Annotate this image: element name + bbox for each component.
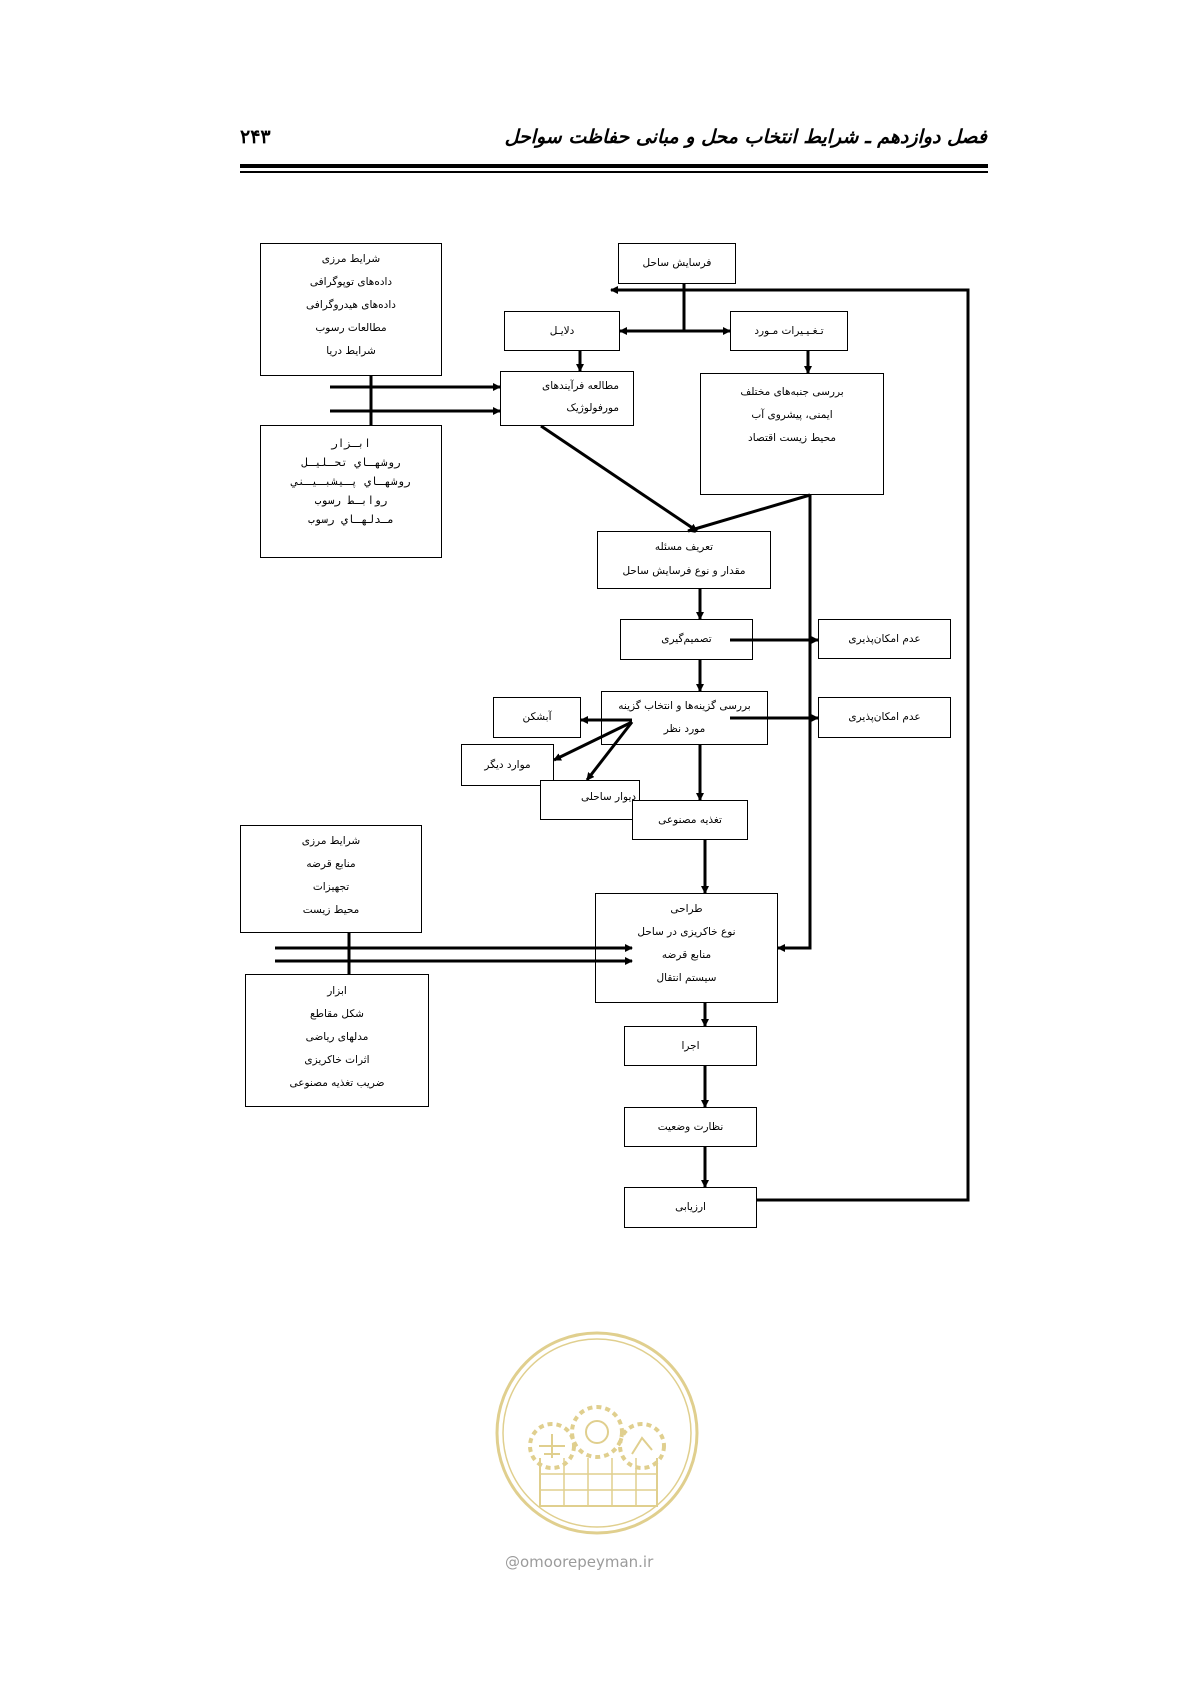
- page-number: ۲۴۳: [240, 126, 271, 148]
- box-tools-bottom: ابزار شکل مقاطع مدلهای ریاضی اثرات خاکریزی ض…: [245, 974, 429, 1107]
- box-text-line: طراحی: [670, 903, 703, 915]
- box-text-line: منابع قرضه: [306, 858, 356, 870]
- box-execution: اجرا: [624, 1026, 757, 1066]
- arrow-study-to-problem: [540, 424, 698, 533]
- box-text-line: مطالعه فرآیندهای: [542, 380, 619, 392]
- box-text-line: دیوار ساحلی: [581, 791, 637, 803]
- box-text-line: روابـط رسوب: [314, 494, 388, 507]
- box-tools-top: ابـزار روشهـاي تحـليـل روشهـاي پـيشبـيـني ر…: [260, 425, 442, 558]
- box-text-line: تـغـيـيرات مـورد: [754, 324, 824, 337]
- box-coastal-erosion: فرسایش ساحل: [618, 243, 736, 284]
- box-text-line: تجهیزات: [312, 881, 350, 893]
- arrow-aspects-to-problem: [687, 493, 811, 533]
- box-text-line: شرایط دریا: [326, 345, 376, 357]
- box-text-line: فرسایش ساحل: [642, 257, 712, 269]
- box-text-line: مـدلهـاي رسوب: [307, 513, 395, 526]
- box-text-line: بررسی گزینه‌ها و انتخاب گزینه: [618, 700, 751, 712]
- box-text-line: نظارت وضعیت: [657, 1120, 724, 1133]
- box-aspects-review: بررسی جنبه‌های مختلف ایمنی، پیشروی آب محیط…: [700, 373, 884, 495]
- box-seawall: دیوار ساحلی: [540, 780, 640, 820]
- box-text-line: مطالعات رسوب: [315, 322, 387, 334]
- box-artificial-nourishment: تغذیه مصنوعی: [632, 800, 748, 840]
- box-problem-definition: تعریف مسئله مقدار و نوع فرسایش ساحل: [597, 531, 771, 589]
- box-breakwater: آبشکن: [493, 697, 581, 738]
- box-evaluation: ارزیابی: [624, 1187, 757, 1228]
- watermark-url: @omoorepeyman.ir: [505, 1553, 654, 1571]
- box-text-line: شرایط مرزی: [301, 835, 361, 847]
- box-decision: تصمیم‌گیری: [620, 619, 753, 660]
- box-text-line: روشهـاي تحـليـل: [301, 456, 401, 469]
- box-text-line: مورفولوژیک: [566, 402, 619, 414]
- box-text-line: بررسی جنبه‌های مختلف: [740, 386, 844, 398]
- box-text-line: منابع قرضه: [661, 949, 712, 961]
- header-rule-thick: [240, 164, 988, 168]
- box-text-line: سیستم انتقال: [656, 972, 717, 984]
- box-text-line: آبشکن: [522, 711, 552, 723]
- box-infeasibility-1: عدم امکان‌پذیری: [818, 619, 951, 659]
- box-text-line: تصمیم‌گیری: [661, 633, 712, 645]
- box-text-line: شرایط مرزی: [321, 253, 381, 265]
- box-infeasibility-2: عدم امکان‌پذیری: [818, 697, 951, 738]
- box-boundary-top: شرایط مرزی داده‌های توپوگرافی داده‌های هید…: [260, 243, 442, 376]
- box-morphological-study: مطالعه فرآیندهای مورفولوژیک: [500, 371, 634, 426]
- box-text-line: مدلهای ریاضی: [305, 1031, 369, 1043]
- box-text-line: ایمنی، پیشروی آب: [751, 409, 833, 421]
- box-text-line: شکل مقاطع: [310, 1008, 364, 1020]
- box-text-line: ابـزار: [331, 437, 371, 450]
- box-text-line: نوع خاکریزی در ساحل: [637, 926, 736, 938]
- box-text-line: محیط زیست: [302, 904, 360, 916]
- box-changes: تـغـيـيرات مـورد: [730, 311, 848, 351]
- box-text-line: داده‌های توپوگرافی: [309, 276, 393, 288]
- box-text-line: اثرات خاکریزی: [304, 1054, 370, 1066]
- box-text-line: دلايـل: [549, 324, 575, 337]
- chapter-title: فصل دوازدهم ـ شرایط انتخاب محل و مبانی ح…: [504, 126, 987, 148]
- box-text-line: ابزار: [327, 985, 347, 997]
- box-monitoring: نظارت وضعیت: [624, 1107, 757, 1147]
- box-text-line: ارزیابی: [675, 1201, 706, 1213]
- box-text-line: عدم امکان‌پذیری: [848, 632, 921, 645]
- box-text-line: ضریب تغذیه مصنوعی: [289, 1077, 385, 1089]
- box-text-line: عدم امکان‌پذیری: [848, 711, 921, 723]
- box-text-line: تعریف مسئله: [654, 541, 714, 553]
- box-text-line: اجرا: [681, 1039, 700, 1052]
- box-text-line: روشهـاي پـيشبـيـني: [291, 475, 411, 488]
- box-text-line: مقدار و نوع فرسایش ساحل: [622, 565, 746, 577]
- box-reasons: دلايـل: [504, 311, 620, 351]
- box-text-line: محیط زیست اقتصاد: [748, 432, 836, 444]
- box-text-line: داده‌های هیدروگرافی: [306, 299, 396, 311]
- box-design: طراحی نوع خاکریزی در ساحل منابع قرضه سیستم …: [595, 893, 778, 1003]
- header-rule-thin: [240, 171, 988, 173]
- box-text-line: تغذیه مصنوعی: [658, 813, 722, 826]
- box-text-line: مورد نظر: [663, 723, 706, 735]
- box-text-line: موارد دیگر: [484, 758, 531, 771]
- box-other-cases: موارد دیگر: [461, 744, 554, 786]
- box-boundary-bottom: شرایط مرزی منابع قرضه تجهیزات محیط زیست: [240, 825, 422, 933]
- watermark-logo: [495, 1331, 699, 1535]
- box-options-review: بررسی گزینه‌ها و انتخاب گزینه مورد نظر: [601, 691, 768, 745]
- arrow-aspects-to-design: [777, 495, 812, 952]
